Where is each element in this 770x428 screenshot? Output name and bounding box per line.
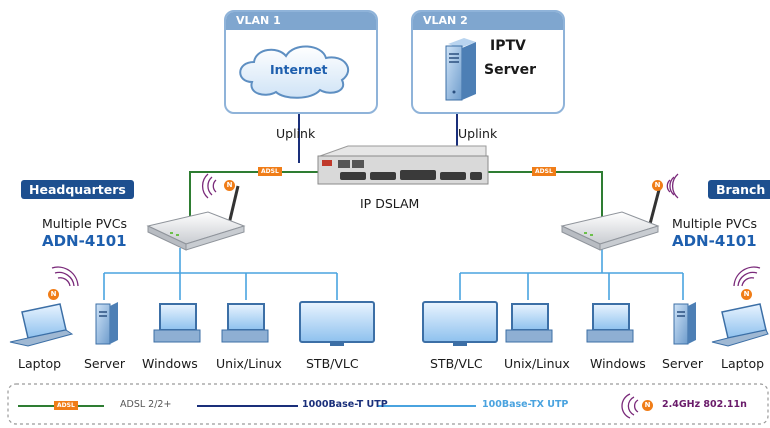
iptv-server-label-line2: Server: [484, 62, 537, 78]
adsl-tag-hq: ADSL: [258, 167, 282, 176]
hq-laptop-icon: [9, 303, 74, 347]
uplink-label-vlan1: Uplink: [276, 126, 316, 141]
hq-router-wifi-badge: N: [224, 180, 235, 191]
branch-laptop-wifi-waves-icon: [733, 266, 761, 287]
hq-laptop-wifi-waves-icon: [51, 266, 79, 287]
dslam-label: IP DSLAM: [360, 196, 420, 211]
adsl-tag-branch: ADSL: [532, 167, 556, 176]
branch-router-wifi-waves-icon: [666, 173, 679, 199]
adsl-line-branch: [488, 171, 603, 222]
legend-adsl-tag: ADSL: [54, 401, 78, 410]
hq-server-icon: [95, 302, 118, 345]
iptv-server-label-line1: IPTV: [490, 38, 526, 54]
branch-unix-pc-icon: [505, 303, 553, 343]
hq-router-wifi-waves-icon: [202, 173, 217, 199]
hq-unix-pc-icon: [221, 303, 269, 343]
hq-lan-lines: [103, 248, 338, 300]
branch-laptop-icon: [711, 303, 769, 347]
hq-laptop-wifi-badge: N: [48, 289, 59, 300]
legend-wireless-label: 2.4GHz 802.11n: [662, 399, 747, 410]
branch-router-wifi-badge: N: [652, 180, 663, 191]
vlan2-header: VLAN 2: [413, 12, 563, 30]
branch-model-label: ADN-4101: [672, 232, 757, 250]
hq-pvc-label: Multiple PVCs: [42, 216, 127, 231]
branch-device-label: STB/VLC: [430, 356, 483, 371]
branch-stb-monitor-icon: [422, 301, 498, 346]
legend-wifi-badge: N: [642, 400, 653, 411]
legend-gigabit-label: 1000Base-T UTP: [302, 399, 388, 410]
branch-device-label: Windows: [590, 356, 646, 371]
legend-adsl-label: ADSL 2/2+: [120, 399, 172, 410]
branch-router-icon: [560, 185, 662, 251]
branch-device-label: Laptop: [721, 356, 765, 371]
hq-windows-pc-icon: [153, 303, 201, 343]
hq-router-icon: [146, 185, 246, 251]
hq-device-label: Server: [84, 356, 125, 371]
branch-server-icon: [673, 302, 696, 345]
legend-fast-label: 100Base-TX UTP: [482, 399, 569, 410]
branch-windows-pc-icon: [586, 303, 634, 343]
branch-device-label: Unix/Linux: [504, 356, 570, 371]
hq-device-label: Unix/Linux: [216, 356, 282, 371]
internet-label: Internet: [270, 62, 328, 77]
ip-dslam-device: [317, 145, 489, 185]
branch-pvc-label: Multiple PVCs: [672, 216, 757, 231]
legend-frame: [7, 383, 769, 425]
legend-wifi-waves-icon: [621, 393, 639, 419]
branch-lan-lines: [459, 248, 684, 300]
vlan2-box: VLAN 2: [411, 10, 565, 114]
branch-site-badge: Branch: [708, 180, 770, 199]
hq-model-label: ADN-4101: [42, 232, 127, 250]
hq-stb-monitor-icon: [299, 301, 375, 346]
branch-device-label: Server: [662, 356, 703, 371]
uplink-label-vlan2: Uplink: [458, 126, 498, 141]
hq-device-label: STB/VLC: [306, 356, 359, 371]
vlan1-header: VLAN 1: [226, 12, 376, 30]
hq-device-label: Windows: [142, 356, 198, 371]
hq-site-badge: Headquarters: [21, 180, 134, 199]
branch-laptop-wifi-badge: N: [741, 289, 752, 300]
hq-device-label: Laptop: [18, 356, 62, 371]
